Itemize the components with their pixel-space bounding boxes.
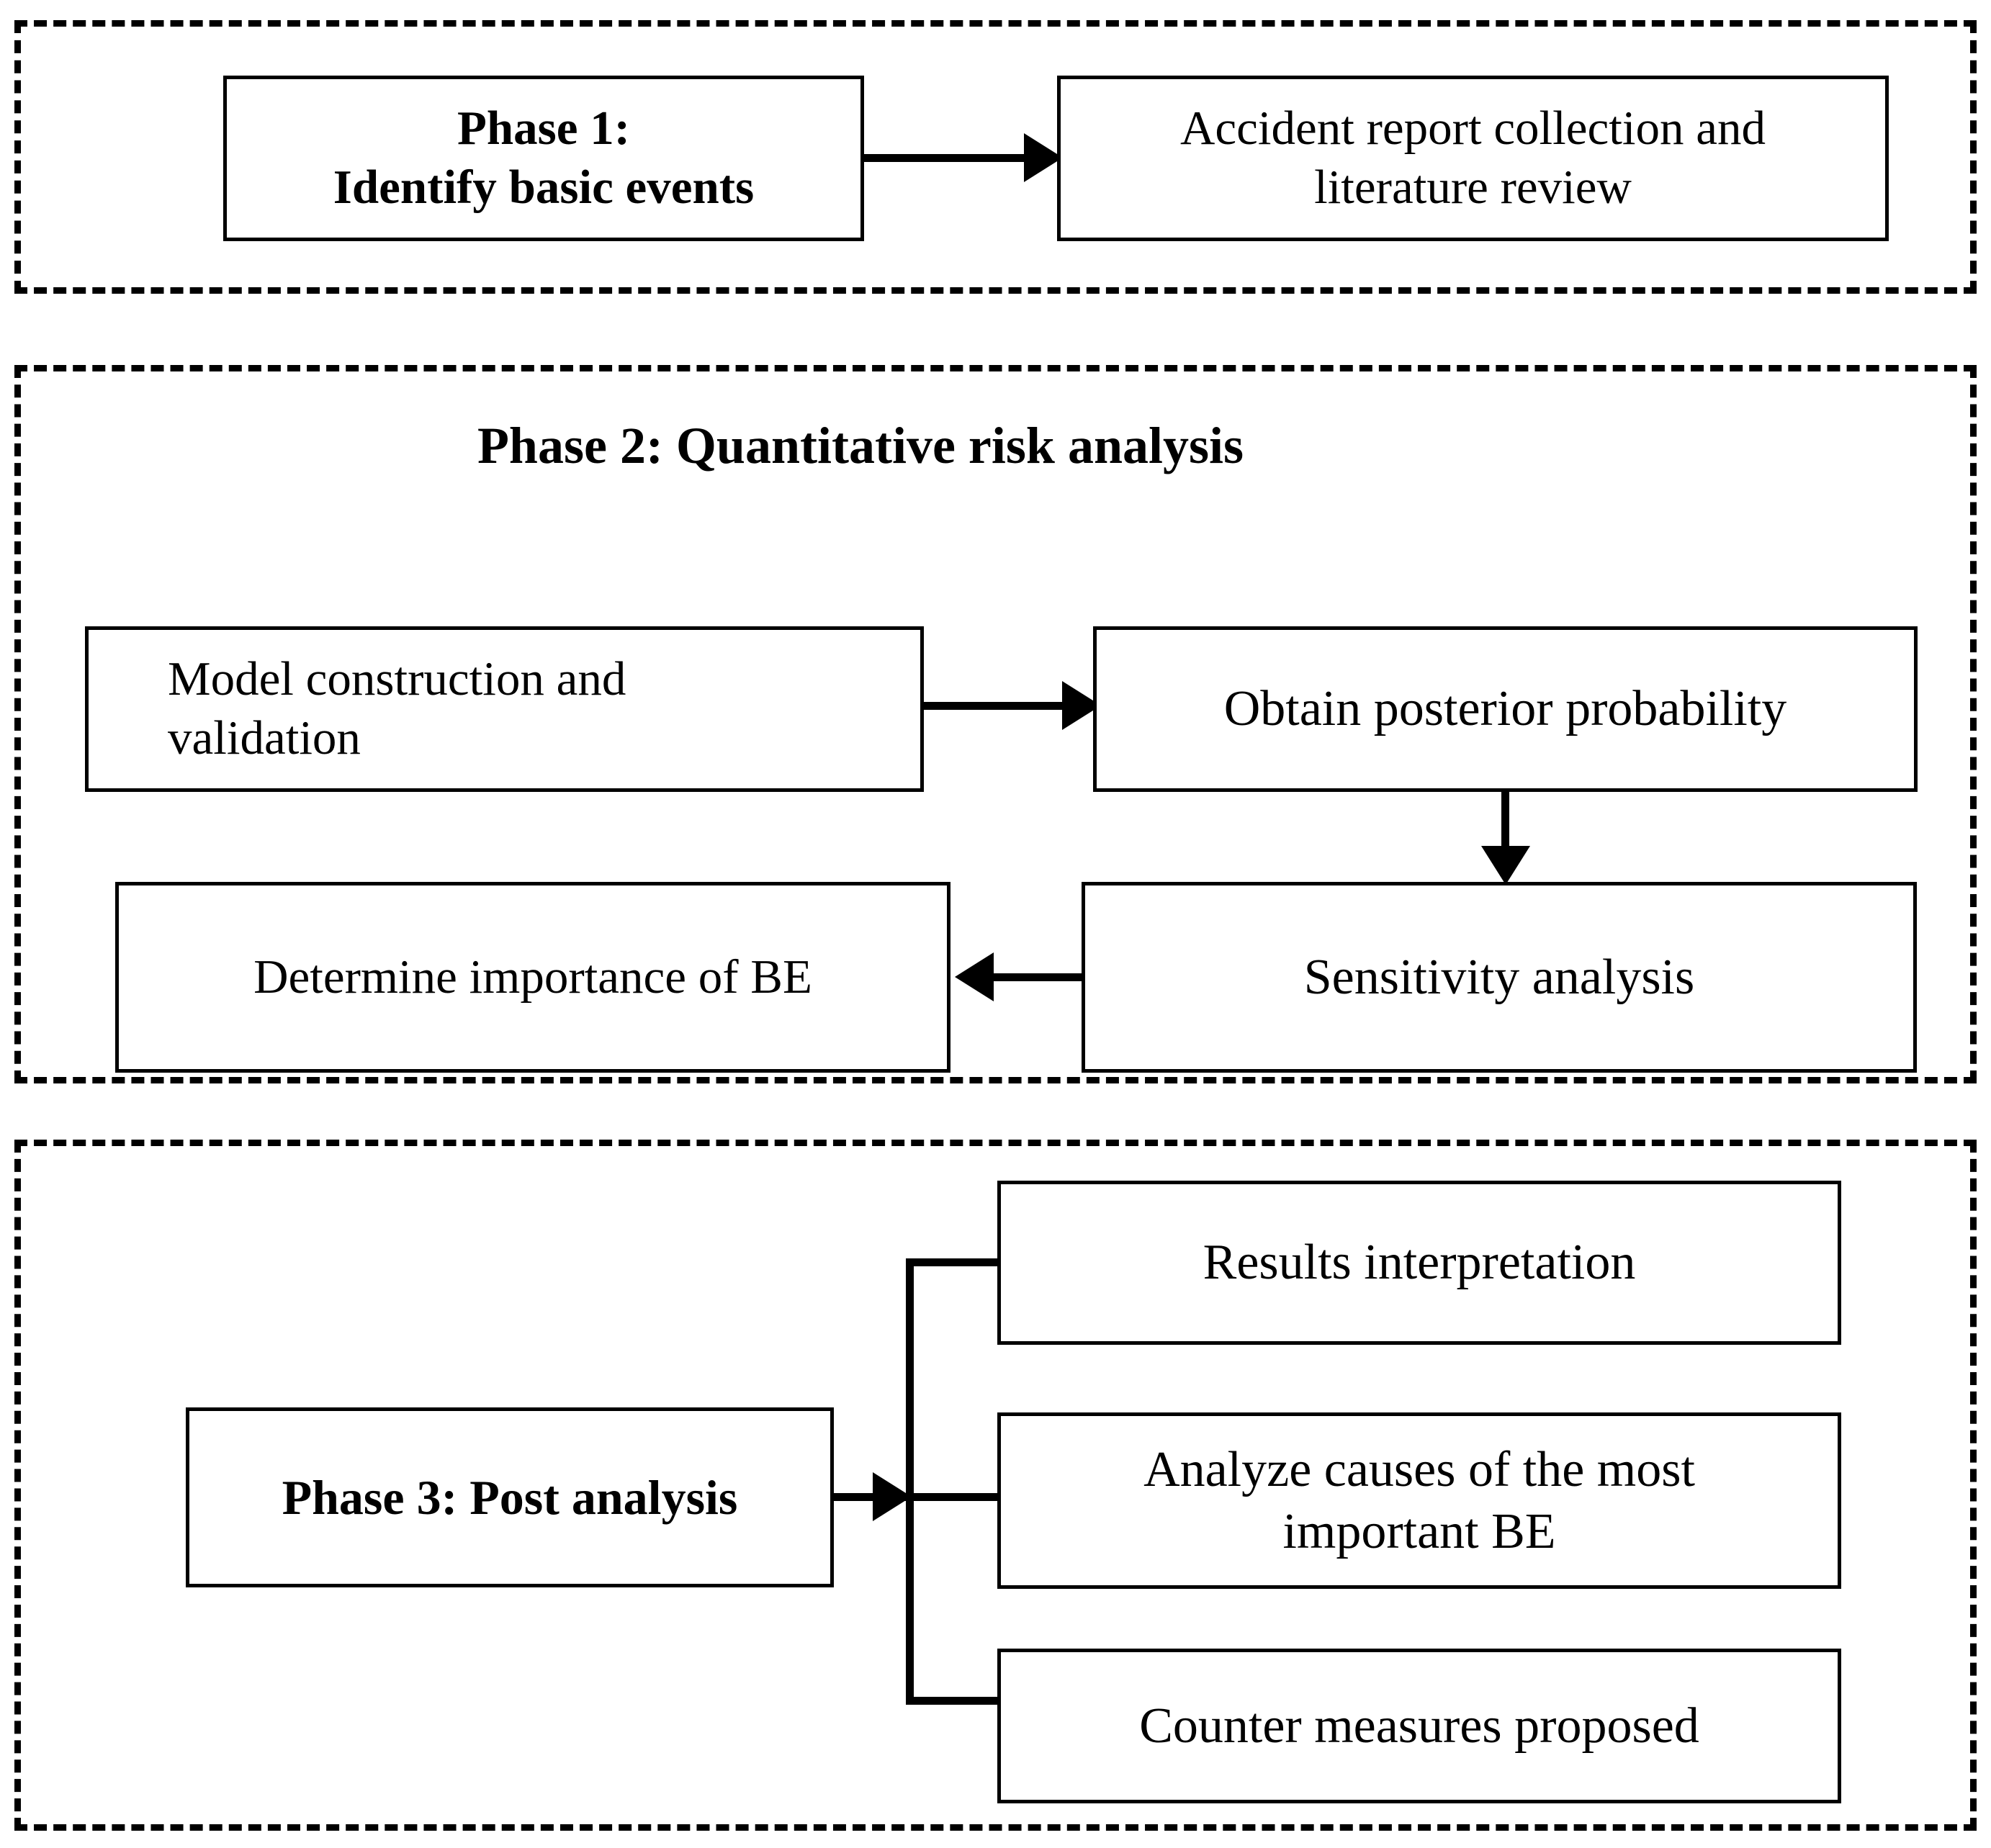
connector-p3-branch-arm-top: [906, 1258, 999, 1266]
connector-p2-posterior-to-sensitivity-arrowhead: [1481, 846, 1530, 885]
connector-p3-branch-arm-middle: [906, 1493, 999, 1501]
connector-p2-posterior-to-sensitivity-line: [1501, 792, 1509, 860]
phase-1-container: [14, 20, 1977, 294]
phase-3-container: [14, 1140, 1977, 1831]
connector-p3-branch-arm-bottom: [906, 1697, 999, 1705]
box-model-construction[interactable]: Model construction and validation: [85, 626, 924, 792]
connector-p2-sensitivity-to-determine-arrowhead: [955, 952, 994, 1001]
connector-phase1-line: [864, 154, 1033, 162]
box-accident-report-collection[interactable]: Accident report collection and literatur…: [1057, 76, 1889, 241]
box-determine-importance-of-be[interactable]: Determine importance of BE: [115, 882, 950, 1073]
connector-phase1-arrowhead: [1024, 133, 1063, 182]
box-analyze-causes[interactable]: Analyze causes of the most important BE: [997, 1412, 1841, 1589]
connector-p3-bracket-spine: [906, 1258, 914, 1705]
connector-p2-model-to-posterior-line: [924, 702, 1071, 710]
box-sensitivity-analysis[interactable]: Sensitivity analysis: [1082, 882, 1917, 1073]
connector-p2-sensitivity-to-determine-line: [994, 973, 1084, 981]
box-results-interpretation[interactable]: Results interpretation: [997, 1181, 1841, 1345]
box-obtain-posterior-probability[interactable]: Obtain posterior probability: [1093, 626, 1918, 792]
box-counter-measures[interactable]: Counter measures proposed: [997, 1649, 1841, 1803]
phase-2-heading: Phase 2: Quantitative risk analysis: [477, 417, 1244, 474]
box-post-analysis[interactable]: Phase 3: Post analysis: [186, 1407, 834, 1587]
phase-2-container: [14, 365, 1977, 1083]
box-identify-basic-events[interactable]: Phase 1: Identify basic events: [223, 76, 864, 241]
connector-p3-stem-arrowhead: [873, 1472, 912, 1521]
